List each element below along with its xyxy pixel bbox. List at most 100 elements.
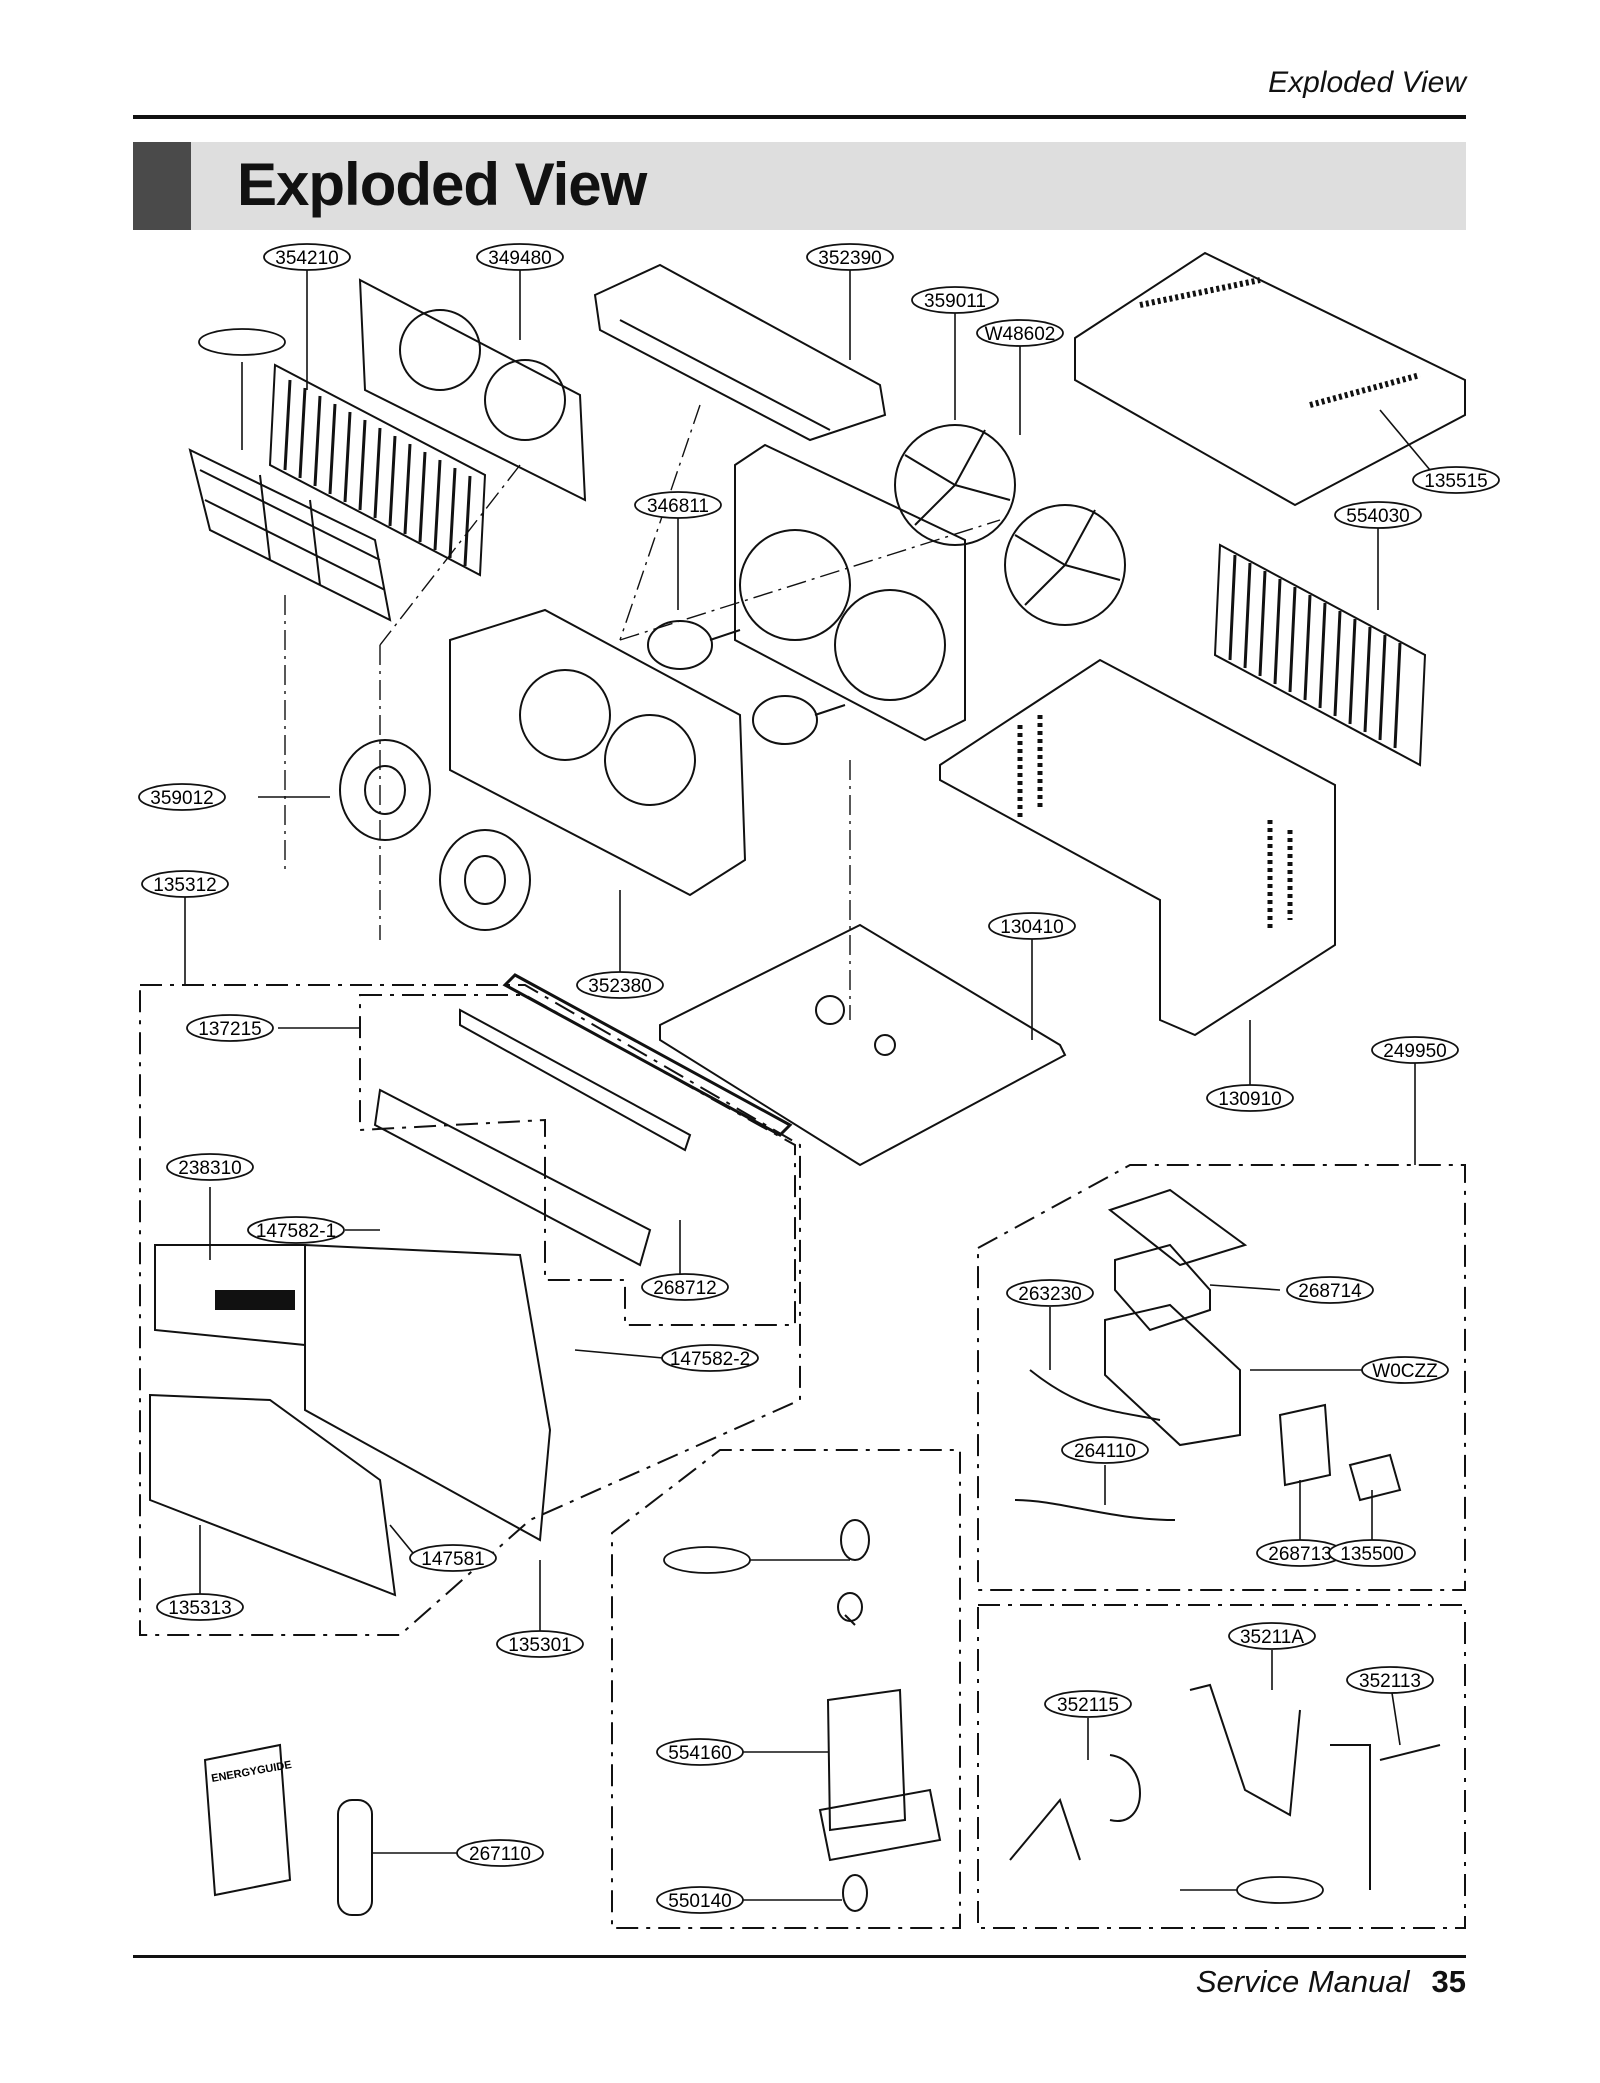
part-number-label: 346811 [647,496,709,517]
running-header: Exploded View [1268,66,1466,99]
part-label-bubble [641,1273,729,1301]
part-number-label: 147582-1 [256,1221,336,1242]
part-label-bubble [634,491,722,519]
part-label-bubble [806,243,894,271]
outdoor-fan-1 [894,424,1016,546]
part-number-label: 238310 [178,1158,241,1179]
part-label-bubble [496,1630,584,1658]
page-title: Exploded View [237,151,647,218]
outdoor-fan-2 [1004,504,1126,626]
part-label-bubble [1044,1690,1132,1718]
filter-illustration [188,448,392,622]
control-box [1104,1303,1241,1447]
part-number-label: 135500 [1340,1544,1403,1565]
tube-352113 [1330,1744,1441,1890]
part-label-bubble [166,1153,254,1181]
control-grille [502,973,793,1137]
booklet-logo-text: ENERGYGUIDE [210,1759,292,1785]
compressor-body [826,1688,907,1832]
front-panel-group-outline [139,984,801,1636]
electrical-group-outline [977,1164,1466,1591]
part-number-label: 147581 [421,1549,484,1570]
part-label-bubble [988,912,1076,940]
part-number-label: 147582-2 [670,1349,750,1370]
fan-motor-2 [752,695,846,745]
front-panel [154,1244,306,1347]
tube-35211a [1189,1683,1301,1817]
part-label-bubble [656,1886,744,1914]
part-number-label: 137215 [198,1019,261,1040]
compressor-base [818,1788,942,1862]
compressor-grommet [842,1874,868,1912]
cabinet-wrapper [939,658,1336,1037]
tubing-group-outline [977,1604,1466,1929]
part-number-label: 268713 [1268,1544,1331,1565]
part-label-bubble [263,243,351,271]
cabinet-top-cover [1074,251,1466,507]
blower-wheel-2 [439,829,531,931]
part-label-bubble [198,328,286,356]
part-label-bubble [247,1216,345,1244]
control-group-outline [359,994,796,1326]
part-number-label: 550140 [668,1891,731,1912]
part-label-bubble [186,1014,274,1042]
part-label-bubble [911,286,999,314]
part-label-bubble [456,1839,544,1867]
part-label-bubble [1361,1356,1449,1384]
evaporator-coil [268,363,487,577]
part-number-label: 359011 [924,291,986,312]
condenser-shroud [734,443,966,742]
harness-263230 [1029,1369,1161,1421]
part-number-label: W0CZZ [1372,1361,1438,1382]
pcb-268713 [1278,1403,1332,1487]
part-label-bubble [661,1344,759,1372]
part-number-label: 352115 [1057,1695,1119,1716]
part-number-label: 268714 [1298,1281,1362,1302]
part-label-bubble [138,783,226,811]
compressor-group-outline [611,1449,961,1929]
part-label-bubble [656,1738,744,1766]
part-label-bubble [1006,1279,1094,1307]
part-label-bubble [1334,501,1422,529]
part-label-bubble [1346,1666,1434,1694]
part-number-label: 349480 [488,248,551,269]
tube-352115 [1009,1754,1141,1861]
part-number-label: 35211A [1240,1627,1304,1648]
part-number-label: 249950 [1383,1041,1446,1062]
part-label-bubble [1236,1876,1324,1904]
part-number-label: 264110 [1074,1441,1136,1462]
pcb-main [1114,1243,1211,1332]
part-label-bubble [1286,1276,1374,1304]
part-number-label: 130910 [1218,1089,1281,1110]
part-number-label: 268712 [653,1278,716,1299]
part-number-label: 267110 [469,1844,531,1865]
fan-motor-1 [647,620,741,670]
base-pan [659,923,1067,1167]
front-panel-cover [149,1393,397,1597]
part-number-label: 130410 [1000,917,1063,938]
part-number-label: 359012 [150,788,213,809]
part-label-bubble [156,1593,244,1621]
part-number-label: W48602 [985,324,1056,345]
section-title-bar: Exploded View [133,142,1466,230]
part-number-label: 354210 [275,248,338,269]
display-cover [459,1008,692,1152]
part-label-bubble [141,870,229,898]
part-label-bubble [1412,466,1500,494]
part-label-bubble [663,1546,751,1574]
part-label-bubble [576,971,664,999]
condenser-coil [1213,543,1427,767]
part-number-label: 135312 [153,875,216,896]
part-number-label: 135515 [1424,471,1487,492]
front-grille [304,1243,552,1542]
part-label-bubble [1206,1084,1294,1112]
control-board-bracket [373,1088,652,1267]
part-label-bubble [476,243,564,271]
part-number-label: 352113 [1359,1671,1421,1692]
part-label-bubble [409,1544,497,1572]
manual-label: Service Manual [1195,1964,1410,1999]
orifice-panel [358,278,587,502]
remote-control [337,1799,373,1916]
